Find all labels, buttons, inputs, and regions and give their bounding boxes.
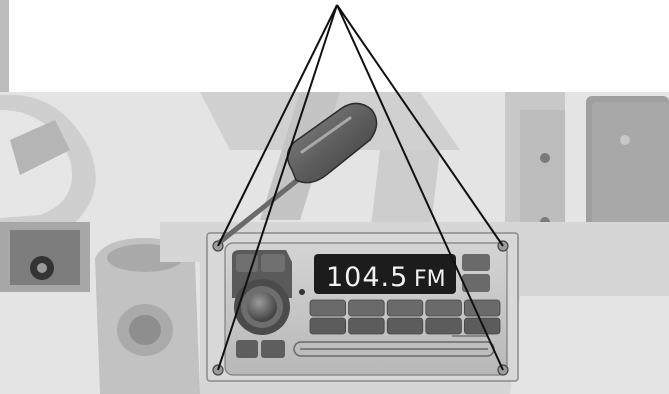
- presetsBottom-4[interactable]: [426, 318, 462, 334]
- radio-unit: 104.5 FM: [207, 233, 518, 381]
- presetsBottom-3[interactable]: [387, 318, 423, 334]
- presetsTop-4[interactable]: [426, 300, 462, 316]
- volume-knob[interactable]: [247, 292, 277, 322]
- left-top-button-2[interactable]: [261, 254, 285, 272]
- presetsTop-1[interactable]: [310, 300, 346, 316]
- right-top-button[interactable]: [462, 254, 490, 271]
- display-band: FM: [414, 267, 446, 292]
- left-bottom-button-1[interactable]: [236, 340, 258, 358]
- presetsTop-5[interactable]: [464, 300, 500, 316]
- presetsBottom-1[interactable]: [310, 318, 346, 334]
- presetsTop-2[interactable]: [349, 300, 385, 316]
- presetsBottom-2[interactable]: [349, 318, 385, 334]
- indicator-light: [299, 289, 305, 295]
- preset-buttons-bottom: [310, 318, 500, 334]
- left-bottom-button-2[interactable]: [261, 340, 285, 358]
- display-frequency: 104.5: [326, 262, 408, 293]
- presetsTop-3[interactable]: [387, 300, 423, 316]
